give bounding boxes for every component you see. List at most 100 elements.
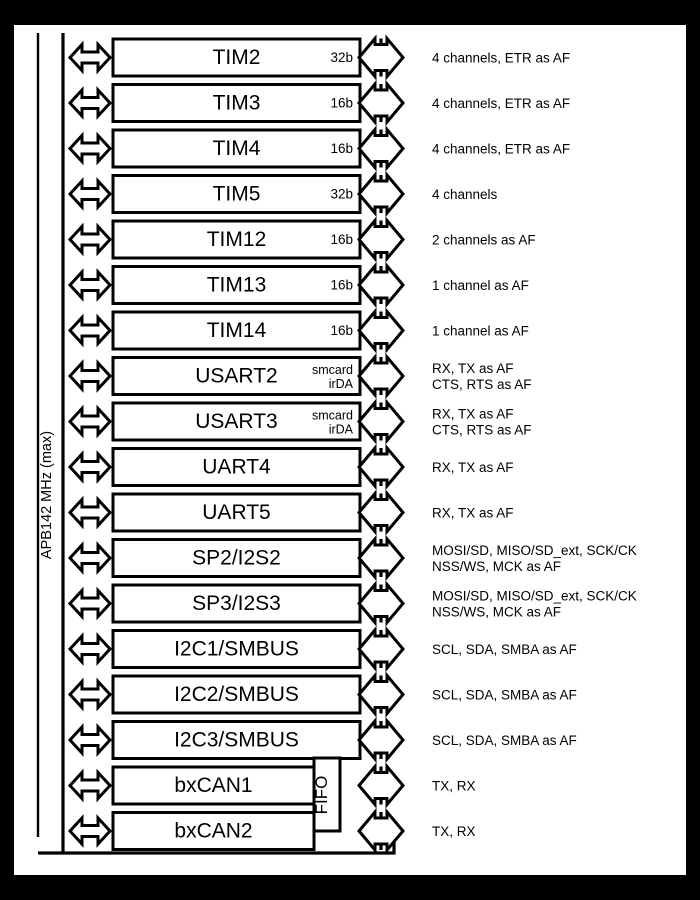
peripheral-label: I2C1/SMBUS [174, 638, 299, 661]
signal-annotation: TX, RX [432, 779, 476, 794]
peripheral-block[interactable] [111, 492, 362, 533]
io-port-arrow-icon [357, 673, 405, 716]
io-port-arrow-icon [357, 309, 405, 352]
peripheral-width-tag: 32b [330, 50, 353, 65]
bus-connector-arrow-icon [68, 725, 112, 755]
peripheral-mode-tag-secondary: irDA [329, 423, 354, 437]
peripheral-block[interactable] [111, 265, 362, 305]
fifo-label: FIFO [312, 776, 331, 815]
peripheral-width-tag: 16b [330, 323, 353, 338]
bus-connector-arrow-icon [68, 43, 112, 72]
peripheral-label: TIM12 [207, 228, 267, 251]
signal-annotation-line2: NSS/WS, MCK as AF [432, 605, 561, 620]
signal-annotation: 1 channel as AF [432, 278, 529, 293]
bus-connector-arrow-icon [68, 88, 112, 118]
signal-annotation: RX, TX as AF [432, 460, 514, 475]
peripheral-block[interactable] [111, 174, 362, 214]
peripheral-label: bxCAN2 [174, 820, 252, 843]
peripheral-block[interactable] [111, 583, 362, 624]
fifo-rect [312, 756, 342, 833]
bus-connector-arrow-icon [68, 361, 112, 391]
bus-connector-arrow-icon [68, 134, 112, 163]
bus-connector-arrow-icon [68, 771, 112, 800]
io-port-arrow-icon [357, 719, 405, 761]
peripheral-width-tag: 32b [330, 187, 353, 202]
io-port-arrow-icon [357, 400, 405, 443]
peripheral-block[interactable] [111, 720, 362, 760]
peripheral-block[interactable] [111, 128, 362, 169]
peripheral-block[interactable] [111, 356, 362, 396]
io-port-arrow-icon [357, 628, 405, 670]
bus-connector-arrow-icon [68, 270, 112, 300]
peripheral-label: USART3 [195, 410, 277, 433]
signal-annotation: 1 channel as AF [432, 324, 529, 339]
peripheral-width-tag: 16b [330, 232, 353, 247]
peripheral-row[interactable]: SP2/I2S2 MOSI/SD, MISO/SD_ext, SCK/CKNSS/… [68, 537, 637, 579]
peripheral-label: I2C3/SMBUS [174, 729, 299, 752]
signal-annotation-line2: NSS/WS, MCK as AF [432, 559, 561, 574]
peripheral-row[interactable]: UART4 RX, TX as AF [68, 446, 514, 488]
io-port-arrow-icon [357, 582, 405, 625]
peripheral-label: SP2/I2S2 [192, 547, 281, 570]
peripheral-block[interactable] [111, 538, 362, 578]
io-port-arrow-icon [357, 491, 405, 534]
peripheral-mode-tag-secondary: irDA [329, 377, 354, 391]
peripheral-label: I2C2/SMBUS [174, 683, 299, 706]
bus-connector-arrow-icon [68, 407, 112, 436]
io-port-arrow-icon [357, 764, 405, 807]
signal-annotation-line1: RX, TX as AF [432, 361, 514, 376]
bus-vertical-label: APB142 MHz (max) [39, 431, 55, 559]
io-port-arrow-icon [357, 537, 405, 579]
peripheral-block[interactable] [111, 37, 362, 78]
io-port-arrow-icon [357, 173, 405, 215]
bus-connector-arrow-icon [68, 680, 112, 709]
io-port-arrow-icon [357, 810, 405, 852]
peripheral-block[interactable] [111, 674, 362, 715]
io-port-arrow-icon [357, 82, 405, 124]
signal-annotation: SCL, SDA, SMBA as AF [432, 733, 577, 748]
peripheral-mode-tag-primary: smcard [312, 409, 353, 423]
bus-connector-arrow-icon [68, 452, 112, 482]
bus-connector-arrow-icon [68, 543, 112, 573]
peripheral-block[interactable] [111, 447, 362, 487]
peripheral-label: UART5 [202, 501, 270, 524]
peripheral-width-tag: 16b [330, 141, 353, 156]
peripheral-block[interactable] [111, 629, 362, 669]
peripheral-label: TIM13 [207, 274, 267, 297]
bus-connector-arrow-icon [68, 179, 112, 209]
signal-annotation: 4 channels, ETR as AF [432, 142, 570, 157]
peripheral-block[interactable] [111, 219, 362, 260]
peripheral-label: TIM14 [207, 319, 267, 342]
signal-annotation-line1: MOSI/SD, MISO/SD_ext, SCK/CK [432, 543, 637, 558]
peripheral-label: TIM5 [213, 183, 261, 206]
peripheral-row[interactable]: TIM14 16b 1 channel as AF [68, 309, 529, 352]
bus-connector-arrow-icon [68, 316, 112, 345]
peripheral-block[interactable] [111, 765, 316, 806]
bus-connector-arrow-icon [68, 225, 112, 254]
signal-annotation-line2: CTS, RTS as AF [432, 423, 532, 438]
peripheral-label: UART4 [202, 456, 271, 479]
peripheral-label: USART2 [195, 365, 277, 388]
peripheral-label: TIM3 [213, 92, 261, 115]
peripheral-block[interactable] [111, 83, 362, 123]
peripheral-block[interactable] [111, 811, 316, 851]
io-port-arrow-icon [357, 127, 405, 170]
io-port-arrow-icon [357, 355, 405, 397]
peripheral-row[interactable]: I2C3/SMBUS SCL, SDA, SMBA as AF [68, 719, 577, 761]
